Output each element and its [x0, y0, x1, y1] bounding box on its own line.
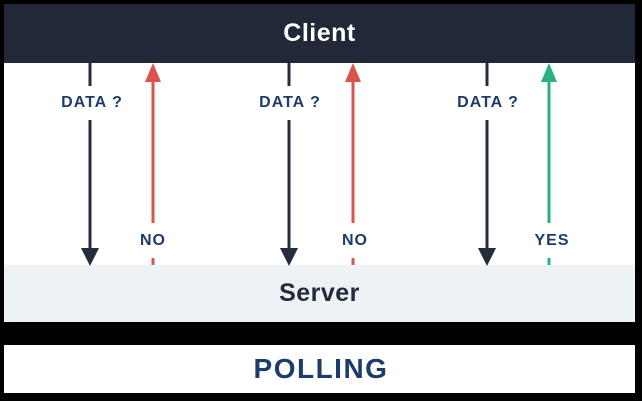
- frame-top-edge: [0, 0, 642, 4]
- up-arrowhead-icon: [345, 63, 361, 82]
- divider-band: [0, 322, 642, 345]
- down-arrowhead-icon: [478, 248, 496, 266]
- response-label-3: YES: [502, 223, 602, 258]
- frame-left-edge: [0, 0, 4, 401]
- title-bar: POLLING: [0, 345, 642, 393]
- client-label: Client: [283, 19, 356, 47]
- diagram-title: POLLING: [253, 353, 389, 384]
- down-arrowhead-icon: [81, 248, 99, 266]
- response-label-text: YES: [534, 231, 570, 249]
- client-bar: Client: [4, 4, 635, 63]
- frame-bottom-edge: [0, 393, 642, 401]
- response-label-text: NO: [140, 231, 166, 249]
- request-label-1: DATA ?: [40, 86, 144, 120]
- up-arrowhead-icon: [145, 63, 161, 82]
- down-arrowhead-icon: [280, 248, 298, 266]
- frame-right-edge: [635, 0, 642, 401]
- response-label-2: NO: [305, 223, 405, 258]
- request-label-text: DATA ?: [259, 94, 321, 111]
- request-label-text: DATA ?: [457, 94, 519, 111]
- request-label-3: DATA ?: [438, 86, 538, 120]
- response-label-text: NO: [342, 231, 368, 249]
- request-label-2: DATA ?: [240, 86, 340, 120]
- server-label: Server: [279, 279, 360, 307]
- server-bar: Server: [4, 265, 635, 322]
- up-arrowhead-icon: [541, 63, 557, 82]
- response-label-1: NO: [103, 223, 203, 258]
- request-label-text: DATA ?: [61, 94, 123, 111]
